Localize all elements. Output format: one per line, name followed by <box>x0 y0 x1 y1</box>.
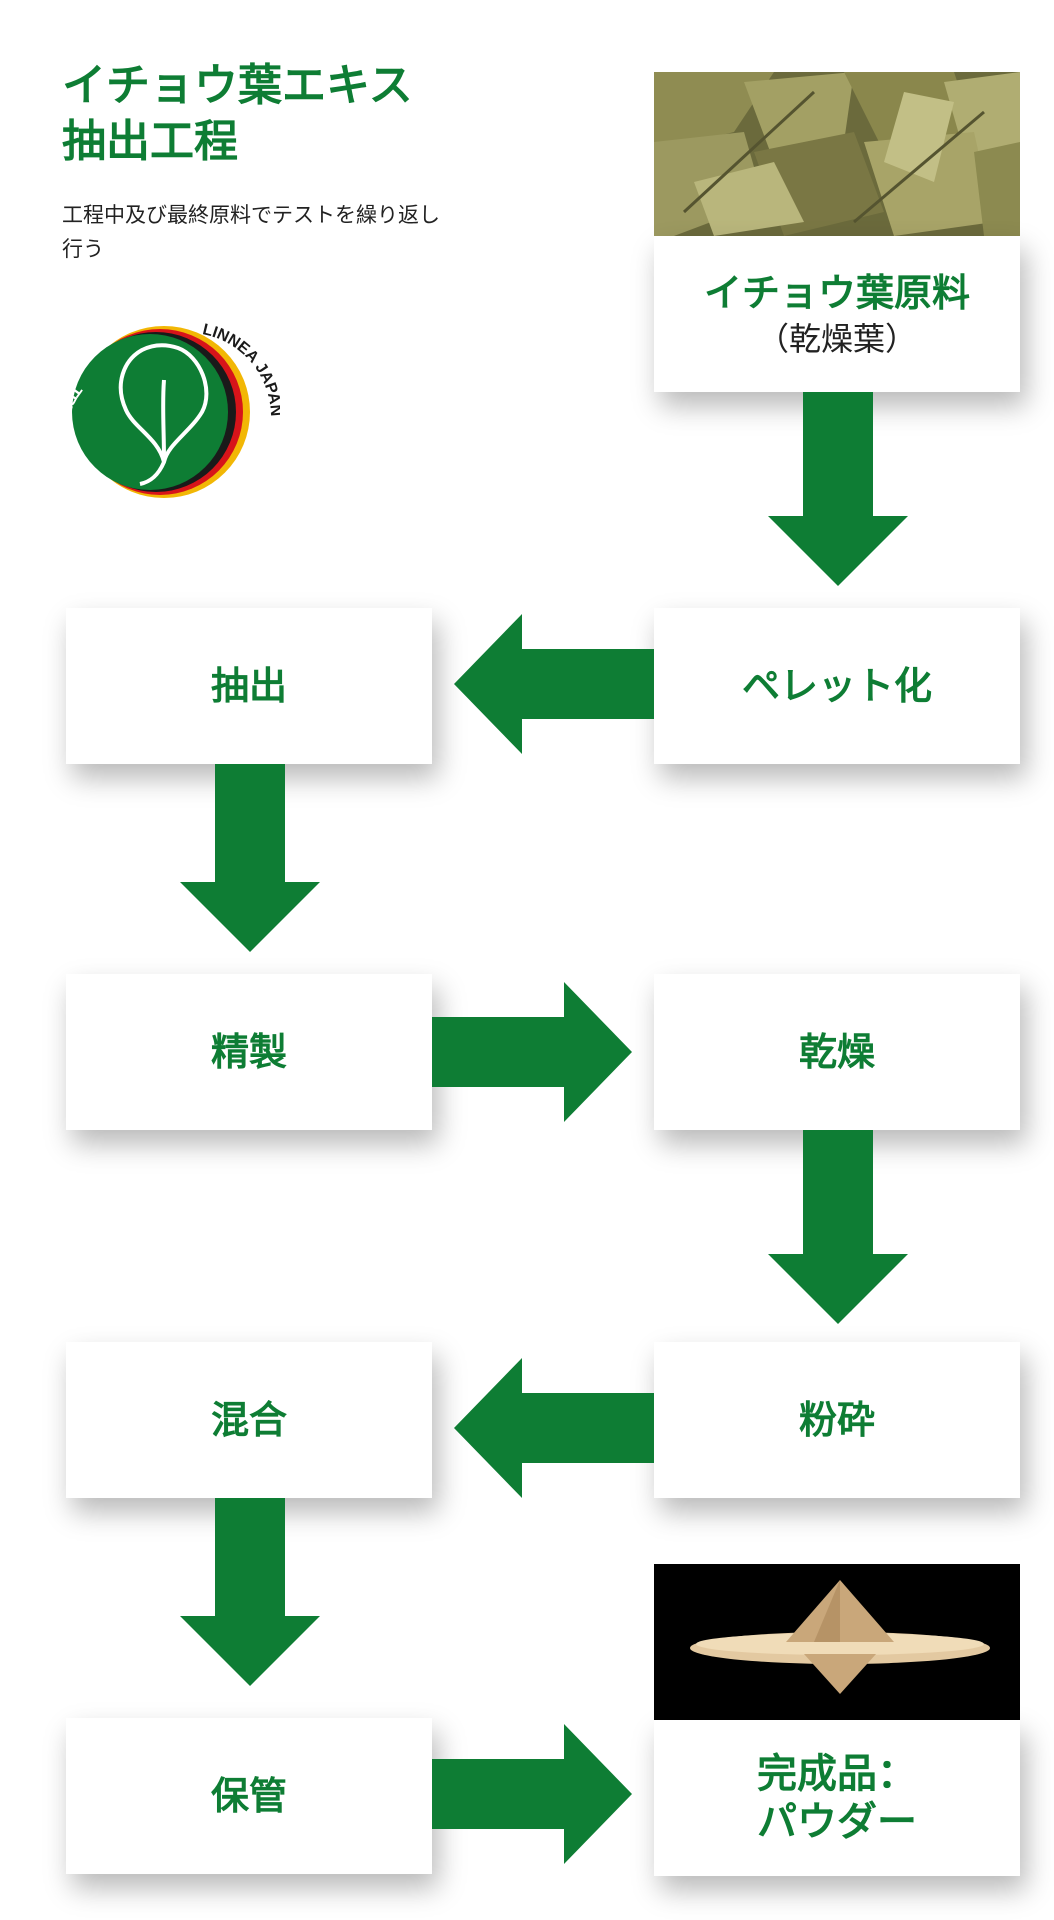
step-grind-label: 粉砕 <box>798 1398 875 1442</box>
arrow-left-grind-to-mix <box>454 1358 654 1498</box>
page-subtitle: 工程中及び最終原料でテストを繰り返し行う <box>62 203 440 261</box>
badge-green-disc <box>72 334 228 490</box>
dried-leaves-photo <box>654 72 1020 236</box>
step-pelletize-label: ペレット化 <box>741 664 932 708</box>
ginkgo-leaf-icon <box>118 343 209 486</box>
step-mix: 混合 <box>66 1342 432 1498</box>
step-extract-label: 抽出 <box>210 664 287 708</box>
title-line-2: 抽出工程 <box>62 116 238 167</box>
step-store: 保管 <box>66 1718 432 1874</box>
step-refine-label: 精製 <box>210 1030 287 1074</box>
step-raw-material-label: イチョウ葉原料 <box>703 271 970 315</box>
arrow-down-mix-to-store <box>180 1498 320 1686</box>
powder-photo <box>654 1564 1020 1720</box>
step-refine: 精製 <box>66 974 432 1130</box>
step-pelletize: ペレット化 <box>654 608 1020 764</box>
arrow-down-raw-to-pellet <box>768 392 908 586</box>
step-mix-label: 混合 <box>210 1398 287 1442</box>
step-raw-material: イチョウ葉原料 （乾燥葉） <box>654 236 1020 392</box>
page-title: イチョウ葉エキス 抽出工程 <box>62 58 413 170</box>
step-extract: 抽出 <box>66 608 432 764</box>
step-raw-material-sub: （乾燥葉） <box>756 320 917 358</box>
step-store-label: 保管 <box>210 1774 287 1818</box>
step-finished: 完成品： パウダー <box>654 1720 1020 1876</box>
arrow-right-store-to-finished <box>432 1724 632 1864</box>
arrow-down-extract-to-refine <box>180 764 320 952</box>
step-dry-label: 乾燥 <box>798 1030 875 1074</box>
step-finished-label-line2: パウダー <box>757 1799 917 1845</box>
step-finished-label-line1: 完成品： <box>757 1751 917 1797</box>
arrow-down-dry-to-grind <box>768 1130 908 1324</box>
arrow-left-pellet-to-extract <box>454 614 654 754</box>
step-grind: 粉砕 <box>654 1342 1020 1498</box>
arrow-right-refine-to-dry <box>432 982 632 1122</box>
trusted-quality-badge: TRUSTED QUALITY LINNEA JAPAN <box>54 321 280 500</box>
step-dry: 乾燥 <box>654 974 1020 1130</box>
title-line-1: イチョウ葉エキス <box>62 60 413 111</box>
